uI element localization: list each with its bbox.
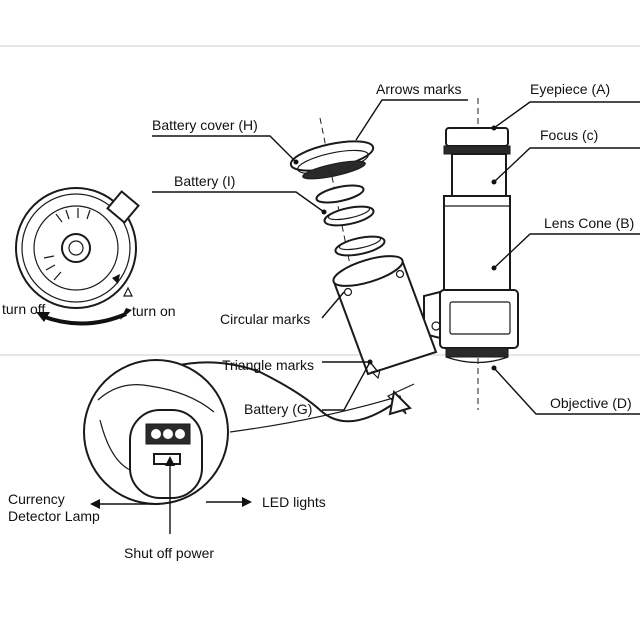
label-battery-i: Battery (I)	[174, 173, 235, 189]
label-battery-cover: Battery cover (H)	[152, 117, 258, 133]
label-currency-line2: Detector Lamp	[8, 508, 100, 524]
label-arrows-marks: Arrows marks	[376, 81, 462, 97]
circular-mark	[343, 287, 353, 297]
battery-disc-1	[315, 184, 365, 204]
label-eyepiece: Eyepiece (A)	[530, 81, 610, 97]
focus-ring	[443, 145, 511, 155]
focus-tube	[451, 153, 507, 197]
label-triangle-marks: Triangle marks	[222, 357, 314, 373]
label-turn-on: turn on	[132, 303, 176, 319]
label-led-lights: LED lights	[262, 494, 326, 510]
label-battery-g: Battery (G)	[244, 401, 312, 417]
triangle-mark	[370, 369, 381, 380]
lens-cone	[443, 195, 511, 291]
objective-lens	[445, 347, 509, 358]
label-focus: Focus (c)	[540, 127, 598, 143]
label-turn-off: turn off	[2, 301, 45, 317]
rotation-arrow	[41, 312, 127, 326]
label-objective: Objective (D)	[550, 395, 632, 411]
battery-stack	[289, 117, 438, 380]
inset-arrow	[139, 361, 397, 423]
switch-dial	[15, 187, 140, 326]
microscope-tube	[423, 98, 519, 410]
label-currency-line1: Currency	[8, 491, 65, 507]
label-lens-cone: Lens Cone (B)	[544, 215, 634, 231]
label-circular-marks: Circular marks	[220, 311, 310, 327]
switch-inset	[83, 359, 415, 505]
lens-clamp	[439, 289, 519, 349]
label-shut-off-power: Shut off power	[124, 545, 214, 561]
leader-lines	[90, 99, 640, 534]
eyepiece	[445, 127, 509, 147]
